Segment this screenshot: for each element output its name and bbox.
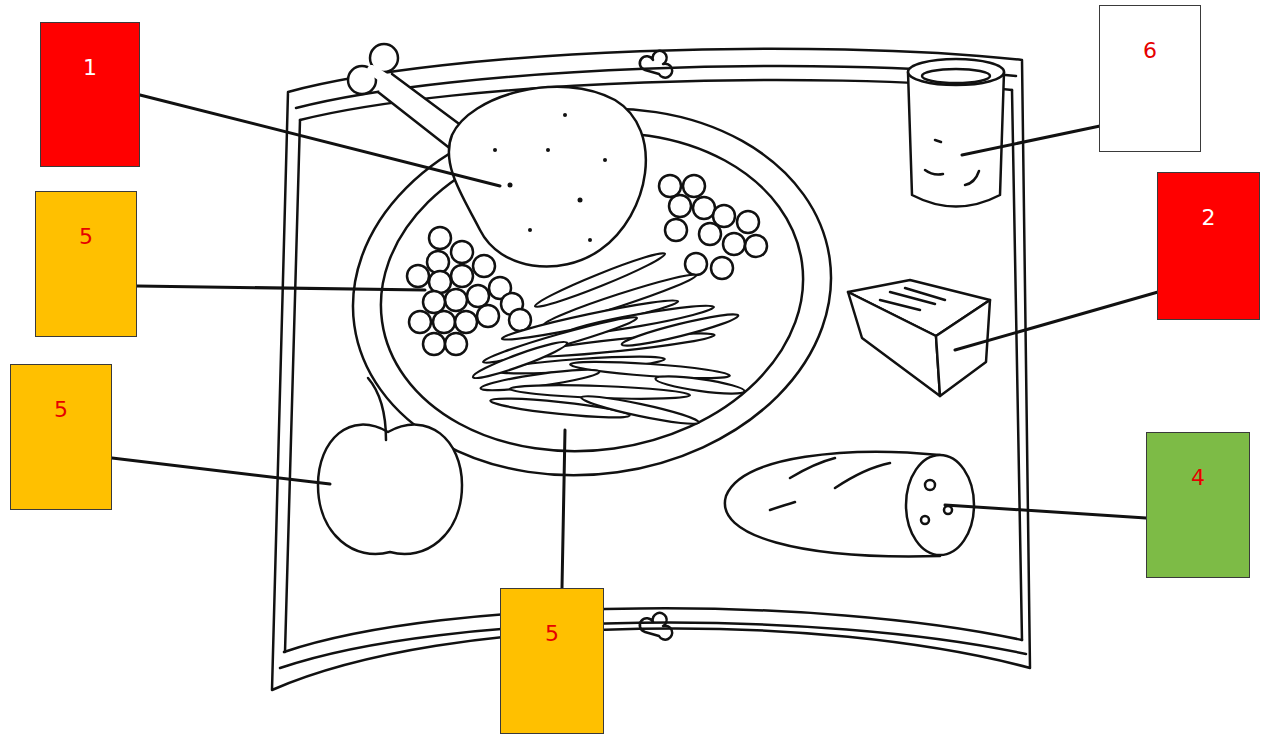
glass-top [908, 59, 1004, 85]
pea [433, 311, 455, 333]
tray-symbol [640, 51, 672, 78]
green-bean [620, 310, 739, 351]
leader-line [112, 458, 330, 484]
meat-speckles [493, 113, 607, 242]
glass-marks [925, 140, 979, 185]
pea [685, 253, 707, 275]
apple [318, 425, 462, 554]
pea [427, 251, 449, 273]
green-bean [471, 337, 569, 382]
leader-line [955, 292, 1158, 350]
pea [429, 227, 451, 249]
pea [423, 291, 445, 313]
callout-number: 5 [501, 621, 603, 647]
leader-line [137, 286, 425, 290]
callout-number: 4 [1147, 465, 1249, 491]
leader-lines [112, 95, 1158, 588]
pea [745, 235, 767, 257]
leader-line [140, 95, 500, 186]
pea [473, 255, 495, 277]
pea [451, 265, 473, 287]
pea [407, 265, 429, 287]
pea [445, 333, 467, 355]
tray-rim [284, 608, 1022, 652]
drumstick-bone [372, 70, 395, 85]
callout-box: 5 [500, 588, 604, 734]
tray-symbol [640, 613, 672, 640]
leader-line [945, 505, 1146, 518]
leader-line [562, 430, 565, 588]
pea [445, 289, 467, 311]
callout-box: 1 [40, 22, 140, 167]
cheese-rind [880, 288, 945, 310]
callout-number: 2 [1158, 205, 1259, 231]
pea [665, 219, 687, 241]
pea [467, 285, 489, 307]
leader-line [962, 126, 1100, 155]
pea [659, 175, 681, 197]
drumstick-meat [449, 87, 646, 267]
pea [723, 233, 745, 255]
callout-box: 5 [10, 364, 112, 510]
callout-number: 5 [36, 224, 136, 250]
pea [455, 311, 477, 333]
callout-box: 6 [1099, 5, 1201, 152]
callout-box: 2 [1157, 172, 1260, 320]
callout-number: 1 [41, 55, 139, 81]
glass-top [922, 69, 990, 83]
pea [699, 223, 721, 245]
pea [509, 309, 531, 331]
green-bean [655, 373, 746, 397]
tray-rim [280, 623, 1026, 668]
pea [683, 175, 705, 197]
callout-box: 5 [35, 191, 137, 337]
pea [429, 271, 451, 293]
pea [477, 305, 499, 327]
green-bean [580, 392, 700, 429]
pea [423, 333, 445, 355]
callout-number: 5 [11, 397, 111, 423]
bread-crust [770, 458, 890, 510]
cheese [848, 292, 940, 396]
pea [669, 195, 691, 217]
bread-hole [925, 480, 935, 490]
pea [737, 211, 759, 233]
green-beans [471, 248, 745, 428]
bread-hole [921, 516, 929, 524]
callout-box: 4 [1146, 432, 1250, 578]
glass [908, 72, 1004, 207]
pea [409, 311, 431, 333]
apple-stem [368, 378, 386, 440]
pea [711, 257, 733, 279]
tray-outline [272, 49, 1030, 690]
callout-number: 6 [1100, 38, 1200, 64]
pea [693, 197, 715, 219]
tray-side [285, 120, 300, 652]
bread-hole [944, 506, 952, 514]
tray-side [1012, 90, 1022, 640]
pea [451, 241, 473, 263]
